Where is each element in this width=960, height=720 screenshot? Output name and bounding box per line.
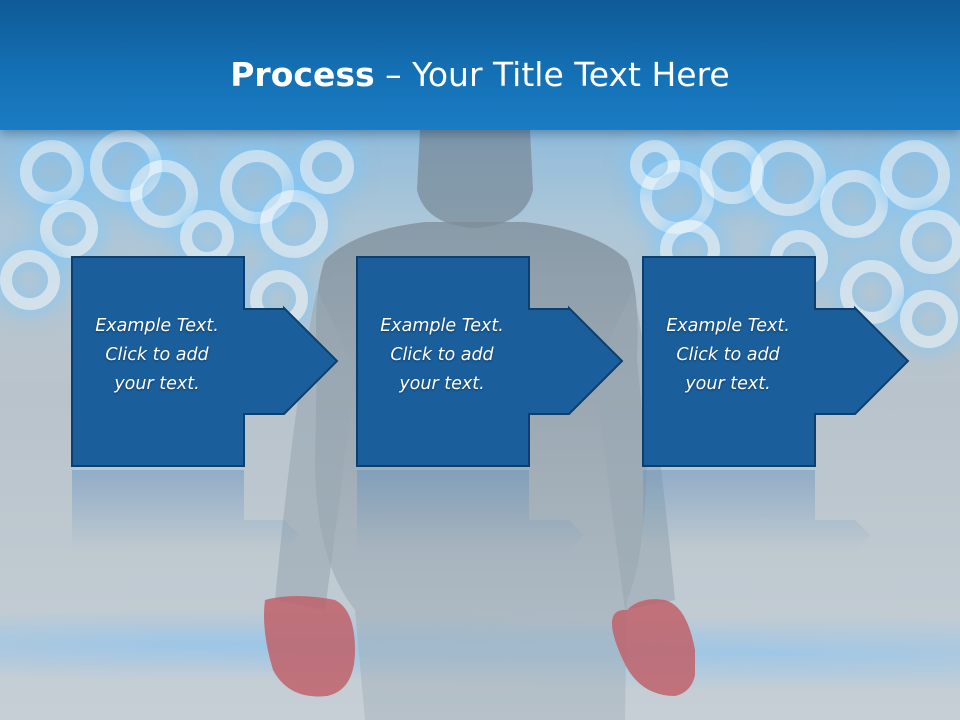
right-boxing-glove [611,599,695,696]
step-arrow-shape [356,256,624,467]
left-boxing-glove [264,596,355,697]
step-text-line: Example Text. [95,316,219,336]
process-step-3[interactable]: Example Text. Click to add your text. [642,256,914,468]
bokeh-ring [880,140,950,210]
step-text-line: Click to add [676,345,780,365]
step-text: Example Text. Click to add your text. [356,312,528,399]
bokeh-ring [0,250,60,310]
step-reflection [643,470,870,550]
step-text-line: your text. [685,374,771,394]
step-reflection [72,470,299,550]
step-text: Example Text. Click to add your text. [642,312,814,399]
bokeh-ring [40,200,98,258]
slide-title[interactable]: Process – Your Title Text Here [0,52,960,98]
title-bar [0,0,960,130]
step-text-line: your text. [114,374,200,394]
step-text: Example Text. Click to add your text. [71,312,243,399]
process-step-2[interactable]: Example Text. Click to add your text. [356,256,628,468]
step-arrow-shape [71,256,339,467]
step-text-line: Example Text. [380,316,504,336]
step-arrow-shape [642,256,910,467]
process-step-1[interactable]: Example Text. Click to add your text. [71,256,343,468]
bokeh-ring [20,140,84,204]
step-text-line: your text. [399,374,485,394]
step-text-line: Example Text. [666,316,790,336]
step-text-line: Click to add [105,345,209,365]
bokeh-ring [820,170,888,238]
title-text-part: – Your Title Text Here [374,55,730,94]
bokeh-ring [750,140,826,216]
step-text-line: Click to add [390,345,494,365]
step-reflection [357,470,584,550]
title-bold-part: Process [230,55,375,94]
